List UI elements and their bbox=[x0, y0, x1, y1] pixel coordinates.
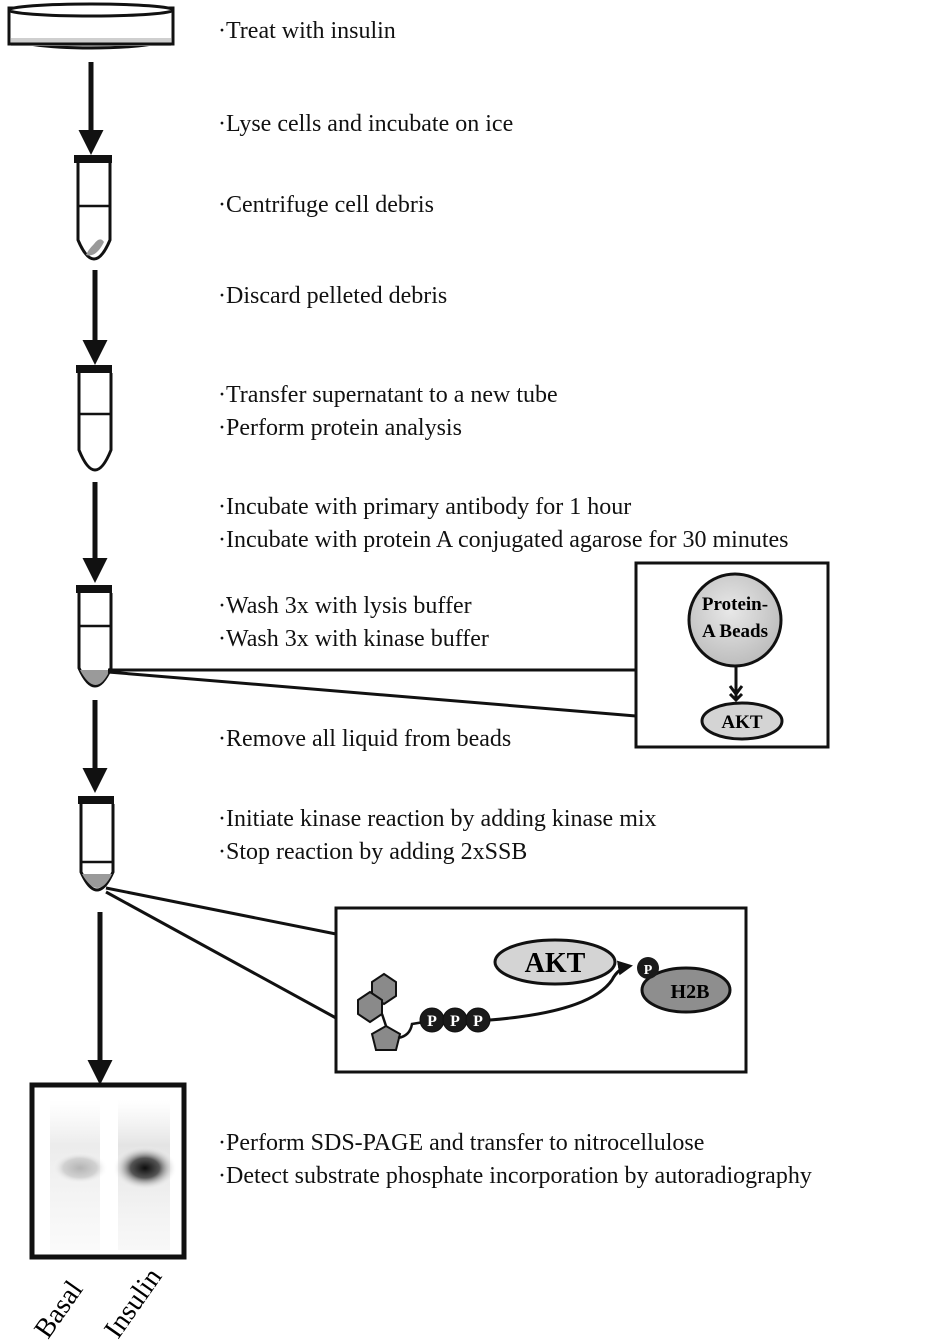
phosphate-groups bbox=[419, 1007, 491, 1033]
step-lyse: ·Lyse cells and incubate on ice bbox=[218, 108, 513, 141]
bead-label-line1: Protein- bbox=[702, 594, 768, 615]
akt-ellipse bbox=[493, 938, 617, 986]
inset-protein-a-beads: Protein- A Beads AKT bbox=[634, 561, 830, 749]
zoom-lines bbox=[107, 668, 637, 718]
step-kinase-reaction: ·Initiate kinase reaction by adding kina… bbox=[218, 803, 657, 869]
step-centrifuge: ·Centrifuge cell debris bbox=[218, 189, 434, 222]
flow-arrows bbox=[78, 62, 113, 1085]
step-wash: ·Wash 3x with lysis buffer ·Wash 3x with… bbox=[218, 590, 489, 656]
phosphate-label: P bbox=[450, 1013, 460, 1030]
step-line: ·Stop reaction by adding 2xSSB bbox=[218, 839, 528, 865]
h2b-ellipse bbox=[640, 966, 732, 1014]
step-line: ·Incubate with protein A conjugated agar… bbox=[218, 527, 789, 553]
step-treat: ·Treat with insulin bbox=[218, 15, 396, 48]
step-line: ·Incubate with primary antibody for 1 ho… bbox=[218, 494, 632, 520]
step-line: ·Centrifuge cell debris bbox=[218, 192, 434, 218]
zoom-lines bbox=[105, 886, 337, 1020]
step-line: ·Transfer supernatant to a new tube bbox=[218, 382, 558, 408]
akt-label: AKT bbox=[721, 712, 763, 733]
step-line: ·Wash 3x with lysis buffer bbox=[218, 593, 472, 619]
step-remove-liquid: ·Remove all liquid from beads bbox=[218, 723, 511, 756]
antibody-link-icon bbox=[728, 666, 744, 703]
step-line: ·Discard pelleted debris bbox=[218, 283, 448, 309]
akt-label: AKT bbox=[525, 948, 586, 979]
step-line: ·Perform SDS-PAGE and transfer to nitroc… bbox=[218, 1130, 705, 1156]
atp-adenosine-icon bbox=[357, 972, 402, 1051]
step-line: ·Wash 3x with kinase buffer bbox=[218, 626, 489, 652]
phosphate-label: P bbox=[473, 1013, 483, 1030]
step-line: ·Initiate kinase reaction by adding kina… bbox=[218, 806, 657, 832]
akt-ellipse bbox=[700, 701, 784, 741]
step-line: ·Lyse cells and incubate on ice bbox=[218, 111, 514, 137]
protein-a-bead bbox=[687, 572, 783, 668]
step-sds-page: ·Perform SDS-PAGE and transfer to nitroc… bbox=[218, 1127, 812, 1193]
lane-label-basal: Basal bbox=[28, 1275, 89, 1340]
tube-icon bbox=[74, 155, 112, 261]
autoradiograph bbox=[29, 1082, 187, 1260]
band-insulin bbox=[113, 1146, 177, 1190]
substrate-label: H2B bbox=[671, 981, 710, 1003]
band-basal bbox=[52, 1152, 108, 1184]
step-incubate: ·Incubate with primary antibody for 1 ho… bbox=[218, 491, 789, 557]
step-line: ·Detect substrate phosphate incorporatio… bbox=[218, 1163, 812, 1189]
step-line: ·Treat with insulin bbox=[218, 18, 396, 44]
tube-icon bbox=[76, 365, 113, 472]
phosphate-label: P bbox=[427, 1013, 437, 1030]
step-line: ·Perform protein analysis bbox=[218, 415, 462, 441]
step-line: ·Remove all liquid from beads bbox=[218, 726, 512, 752]
step-transfer: ·Transfer supernatant to a new tube ·Per… bbox=[218, 379, 558, 445]
phosphate-on-substrate bbox=[637, 957, 659, 979]
tube-icon bbox=[76, 585, 113, 688]
lane-label-insulin: Insulin bbox=[98, 1263, 168, 1340]
step-discard: ·Discard pelleted debris bbox=[218, 280, 447, 313]
petri-dish-icon bbox=[7, 2, 175, 50]
phosphate-label: P bbox=[644, 963, 653, 978]
inset-kinase-reaction: P P P AKT H2B P bbox=[334, 906, 748, 1074]
tube-icon bbox=[78, 796, 115, 892]
bead-label-line2: A Beads bbox=[702, 621, 768, 642]
